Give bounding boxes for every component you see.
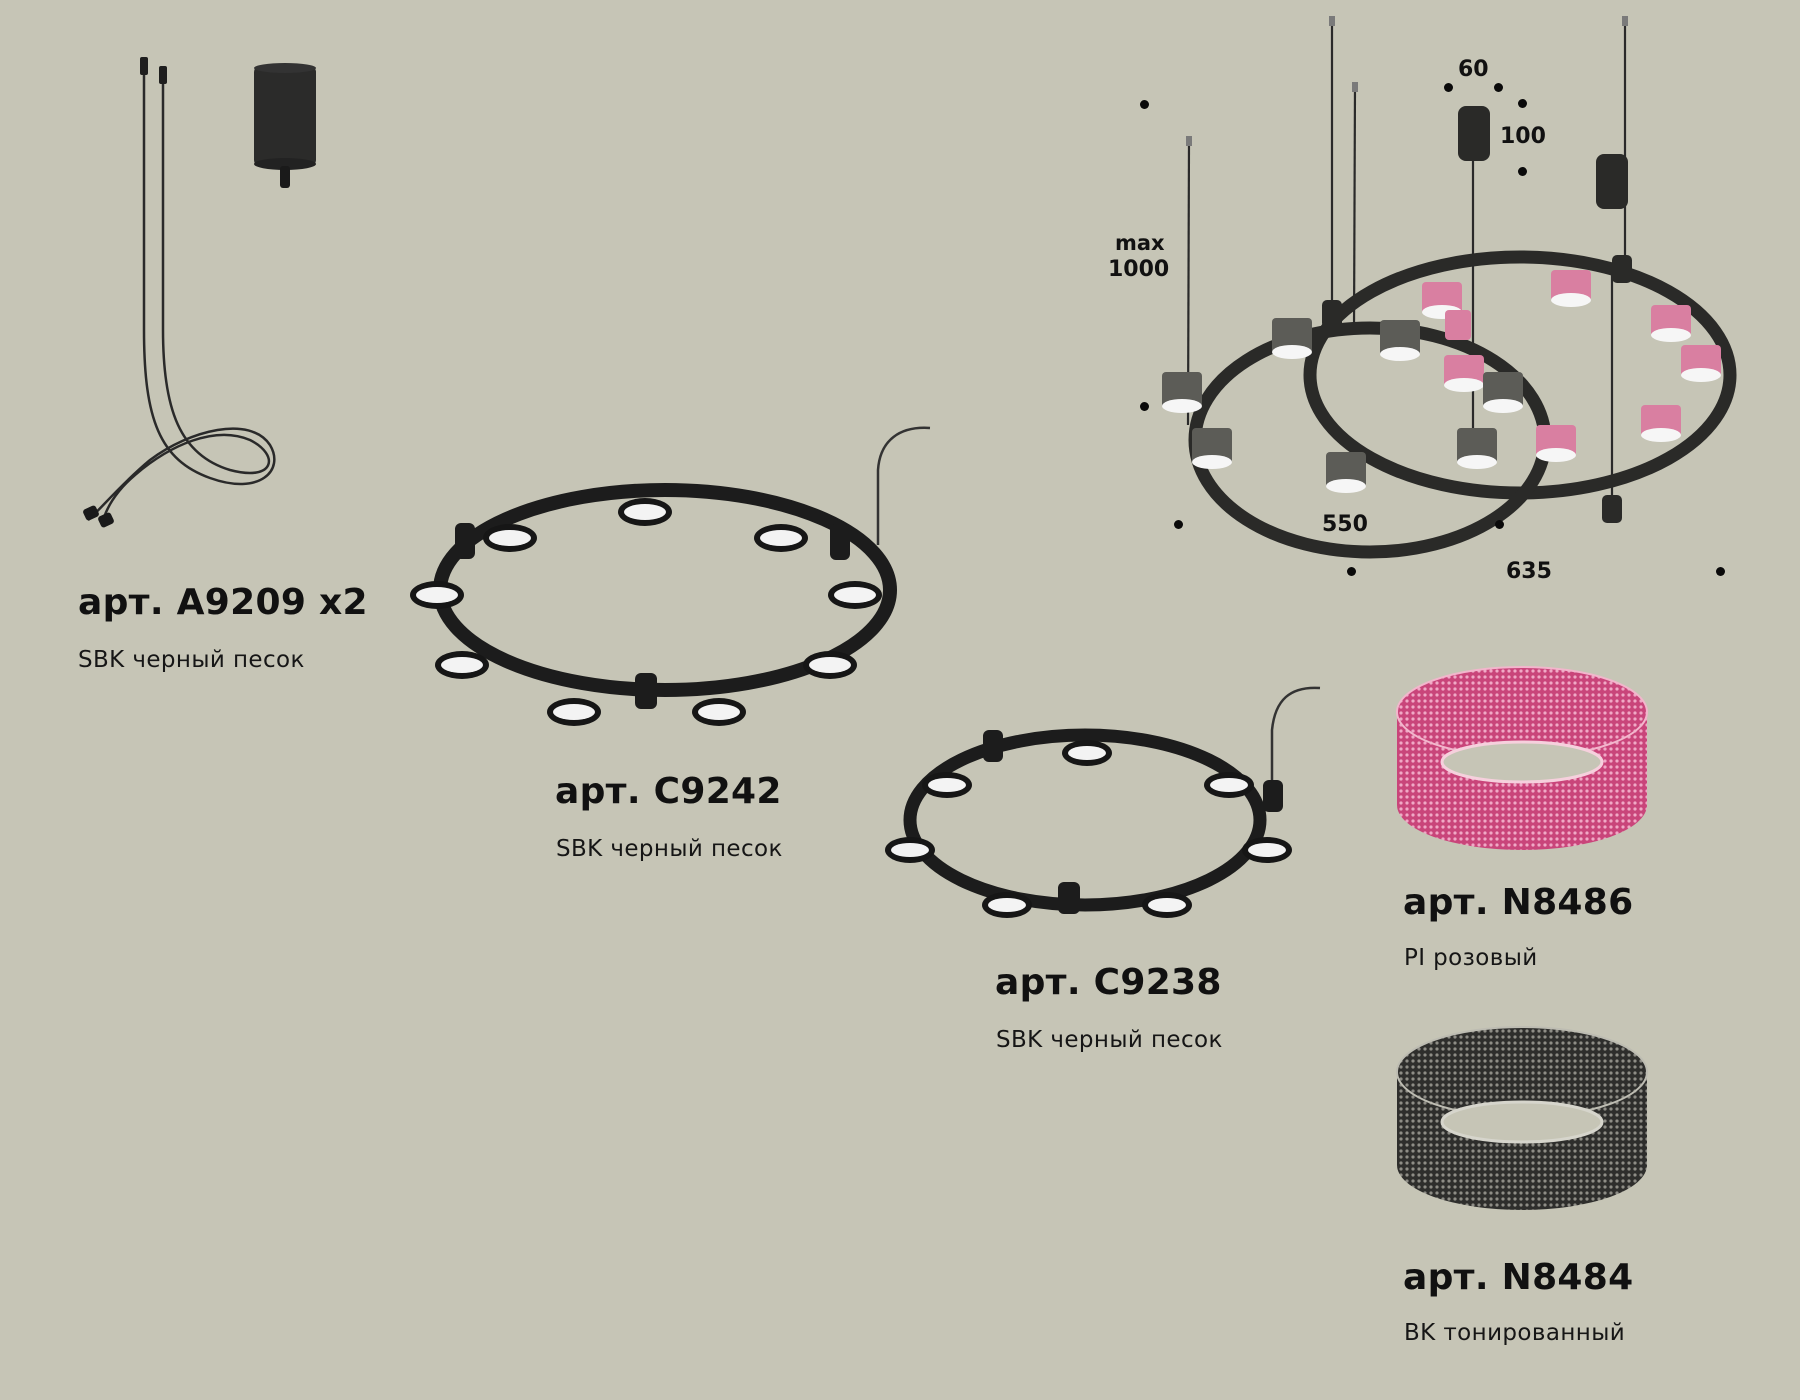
pink-crystal-shade-illustration xyxy=(1396,666,1648,850)
dimension-marker xyxy=(1518,167,1527,176)
canopy-height-label: 100 xyxy=(1500,124,1546,149)
toned-crystal-shade-illustration xyxy=(1396,1026,1648,1210)
dimension-marker xyxy=(1140,100,1149,109)
pink-shade-spots xyxy=(1422,270,1721,462)
canopy-width-label: 60 xyxy=(1458,57,1489,82)
dimension-marker xyxy=(1174,520,1183,529)
product-finish: BK тонированный xyxy=(1404,1320,1626,1346)
dimension-marker xyxy=(1140,402,1149,411)
spot-lights xyxy=(885,740,1292,918)
chandelier-illustration xyxy=(1162,16,1737,559)
product-finish: SBK черный песок xyxy=(78,647,305,673)
dimension-marker xyxy=(1495,520,1504,529)
large-ring-diameter-label: 635 xyxy=(1506,559,1552,584)
ring-track-illustration xyxy=(885,686,1321,918)
suspension-cable-illustration xyxy=(83,57,276,528)
dimension-marker xyxy=(1494,83,1503,92)
dimension-marker xyxy=(1347,567,1356,576)
dimension-marker xyxy=(1518,99,1527,108)
toned-shade-spots xyxy=(1162,318,1523,493)
product-finish: SBK черный песок xyxy=(996,1027,1223,1053)
dimension-marker xyxy=(1716,567,1725,576)
product-title: арт. N8484 xyxy=(1403,1257,1634,1298)
spot-lights xyxy=(410,498,882,726)
cable-max-label: max xyxy=(1115,231,1165,255)
product-title: арт. C9242 xyxy=(555,771,782,812)
product-title: арт. C9238 xyxy=(995,962,1222,1003)
cable-max-value: 1000 xyxy=(1108,257,1170,282)
ring-track-illustration xyxy=(410,426,931,726)
product-title: арт. N8486 xyxy=(1403,882,1634,923)
small-ring-diameter-label: 550 xyxy=(1322,512,1368,537)
product-finish: SBK черный песок xyxy=(556,836,783,862)
product-title: арт. A9209 x2 xyxy=(78,582,368,623)
canopy-illustration xyxy=(254,63,316,188)
product-finish: PI розовый xyxy=(1404,945,1538,971)
dimension-marker xyxy=(1444,83,1453,92)
